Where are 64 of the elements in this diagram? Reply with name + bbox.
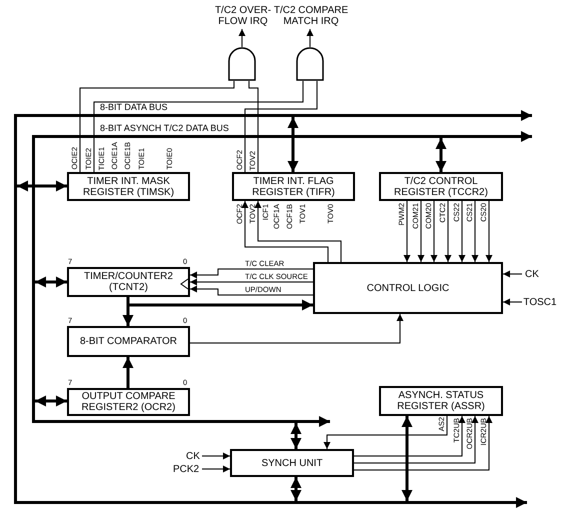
- data-bus-line: [32, 420, 306, 423]
- arrow: [354, 416, 492, 470]
- synch-unit-box: SYNCH UNIT: [230, 449, 354, 477]
- and-gate: [296, 47, 324, 81]
- arrow: [505, 131, 532, 142]
- arrow: [502, 298, 522, 306]
- signal-name: PCK2: [170, 463, 202, 475]
- connector-line: [94, 80, 304, 172]
- arrow: [436, 138, 446, 172]
- connector-line: [244, 80, 318, 172]
- signal-name: CK: [184, 450, 202, 462]
- and-gate: [228, 47, 256, 81]
- arrow: [402, 416, 412, 501]
- arrow: [126, 297, 313, 310]
- arrow: [290, 423, 302, 449]
- arrow: [35, 276, 67, 288]
- connector-line: [80, 80, 234, 172]
- arrow: [190, 286, 314, 296]
- arrow: [324, 416, 448, 450]
- bus-label: 8-BIT ASYNCH T/C2 DATA BUS: [100, 123, 229, 134]
- register-box: TIMER/COUNTER2 (TCNT2): [67, 267, 190, 297]
- arrow: [190, 314, 404, 344]
- logic-box: CONTROL LOGIC: [313, 262, 503, 314]
- data-bus-line: [32, 135, 505, 138]
- register-box: OUTPUT COMPARE REGISTER2 (OCR2): [67, 388, 190, 416]
- arrow: [202, 466, 230, 472]
- register-box: T/C2 CONTROL REGISTER (TCCR2): [379, 172, 503, 201]
- arrow: [290, 477, 302, 501]
- data-bus-line: [14, 114, 505, 117]
- arrow: [354, 416, 466, 456]
- arrow: [306, 416, 330, 427]
- arrow: [254, 200, 342, 262]
- arrow: [418, 200, 424, 262]
- signal-name: CK: [522, 268, 542, 280]
- connector-line: [248, 80, 258, 172]
- arrow: [288, 117, 298, 172]
- arrow: [202, 452, 230, 460]
- arrow: [458, 200, 466, 262]
- register-box: TIMER INT. MASK REGISTER (TIMSK): [67, 172, 190, 201]
- arrow: [242, 200, 328, 262]
- data-bus-line: [14, 117, 17, 501]
- arrow: [404, 200, 410, 262]
- data-bus-line: [32, 138, 35, 420]
- arrow: [500, 497, 527, 508]
- data-bus-line: [14, 501, 500, 504]
- comparator-box: 8-BIT COMPARATOR: [67, 326, 190, 357]
- arrow: [190, 268, 314, 278]
- arrow: [430, 200, 438, 262]
- signal-name: TOSC1: [522, 296, 558, 308]
- arrow: [306, 28, 314, 48]
- arrow: [502, 270, 522, 278]
- arrow: [486, 200, 492, 262]
- arrow: [190, 278, 314, 286]
- arrow: [444, 200, 452, 262]
- arrow: [354, 416, 478, 464]
- register-box: TIMER INT. FLAG REGISTER (TIFR): [232, 172, 355, 201]
- arrow: [35, 396, 67, 406]
- arrow: [122, 357, 134, 388]
- arrow: [238, 28, 246, 48]
- arrow: [17, 180, 67, 192]
- arrow: [472, 200, 478, 262]
- register-box: ASYNCH. STATUS REGISTER (ASSR): [379, 386, 503, 416]
- arrow: [505, 110, 532, 121]
- bus-label: 8-BIT DATA BUS: [100, 102, 168, 113]
